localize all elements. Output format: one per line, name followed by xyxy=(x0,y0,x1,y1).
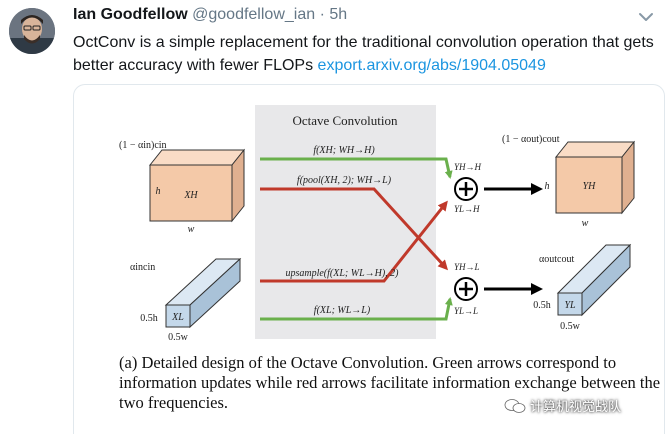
output-high-height: h xyxy=(545,181,550,192)
path-label-ll: f(XL; WL→L) xyxy=(314,305,371,316)
wechat-icon xyxy=(504,398,526,413)
figure-caption: (a) Detailed design of the Octave Convol… xyxy=(119,353,661,412)
tweet-link[interactable]: export.arxiv.org/abs/1904.05049 xyxy=(317,57,546,74)
watermark-text: 计算机视觉战队 xyxy=(530,399,622,414)
input-high-tensor: XH xyxy=(183,190,198,201)
author-avatar[interactable] xyxy=(9,8,55,54)
figure-title: Octave Convolution xyxy=(292,113,398,128)
path-label-hh: f(XH; WH→H) xyxy=(313,145,375,156)
author-name[interactable]: Ian Goodfellow xyxy=(73,6,188,23)
output-high-width: w xyxy=(582,218,589,229)
output-low-block xyxy=(556,243,632,317)
output-low-height: 0.5h xyxy=(533,300,551,311)
output-high-tensor: YH xyxy=(583,181,597,192)
tweet-timestamp[interactable]: 5h xyxy=(329,6,348,23)
path-label-hl: f(pool(XH, 2); WH→L) xyxy=(297,175,392,186)
red-arrow-low-to-high xyxy=(260,200,448,283)
sum-node-high xyxy=(454,177,478,201)
output-low-channels: αoutcout xyxy=(539,254,574,265)
green-arrow-high-to-high xyxy=(260,157,453,179)
sum-node-low xyxy=(454,277,478,301)
sum-low-top-label: YH→L xyxy=(454,262,480,272)
input-high-channels: (1 − αin)cin xyxy=(119,140,167,151)
output-high-channels: (1 − αout)cout xyxy=(502,134,560,145)
output-high-block xyxy=(554,140,636,215)
input-high-width: w xyxy=(188,224,195,235)
input-low-width: 0.5w xyxy=(168,332,189,343)
octconv-figure: Octave Convolution (1 − αin)cin XH h w α… xyxy=(119,105,636,343)
tweet-image-card[interactable]: Octave Convolution (1 − αin)cin XH h w α… xyxy=(73,84,665,434)
output-low-tensor: YL xyxy=(564,300,576,311)
green-arrow-low-to-low xyxy=(260,297,453,321)
output-low-width: 0.5w xyxy=(560,321,581,332)
octave-conv-panel xyxy=(255,105,436,339)
input-low-tensor: XL xyxy=(171,312,184,323)
watermark: 计算机视觉战队 xyxy=(504,396,621,415)
input-low-channels: αincin xyxy=(130,262,155,273)
input-low-block xyxy=(164,257,242,329)
red-arrow-high-to-low xyxy=(260,187,449,271)
input-low-height: 0.5h xyxy=(140,313,158,324)
tweet-text: OctConv is a simple replacement for the … xyxy=(73,31,663,77)
input-high-height: h xyxy=(156,186,161,197)
author-handle[interactable]: @goodfellow_ian xyxy=(192,6,316,23)
tweet-header: Ian Goodfellow @goodfellow_ian · 5h xyxy=(73,6,347,24)
sum-high-top-label: YH→H xyxy=(454,162,482,172)
chevron-down-icon xyxy=(639,13,653,21)
sum-high-bottom-label: YL→H xyxy=(454,204,480,214)
more-options-button[interactable] xyxy=(632,6,660,28)
avatar-image xyxy=(9,8,55,54)
input-high-block xyxy=(148,148,246,223)
separator-dot: · xyxy=(319,6,325,23)
sum-low-bottom-label: YL→L xyxy=(454,306,478,316)
tweet-body: OctConv is a simple replacement for the … xyxy=(73,34,654,74)
path-label-lh: upsample(f(XL; WL→H), 2) xyxy=(285,268,399,279)
